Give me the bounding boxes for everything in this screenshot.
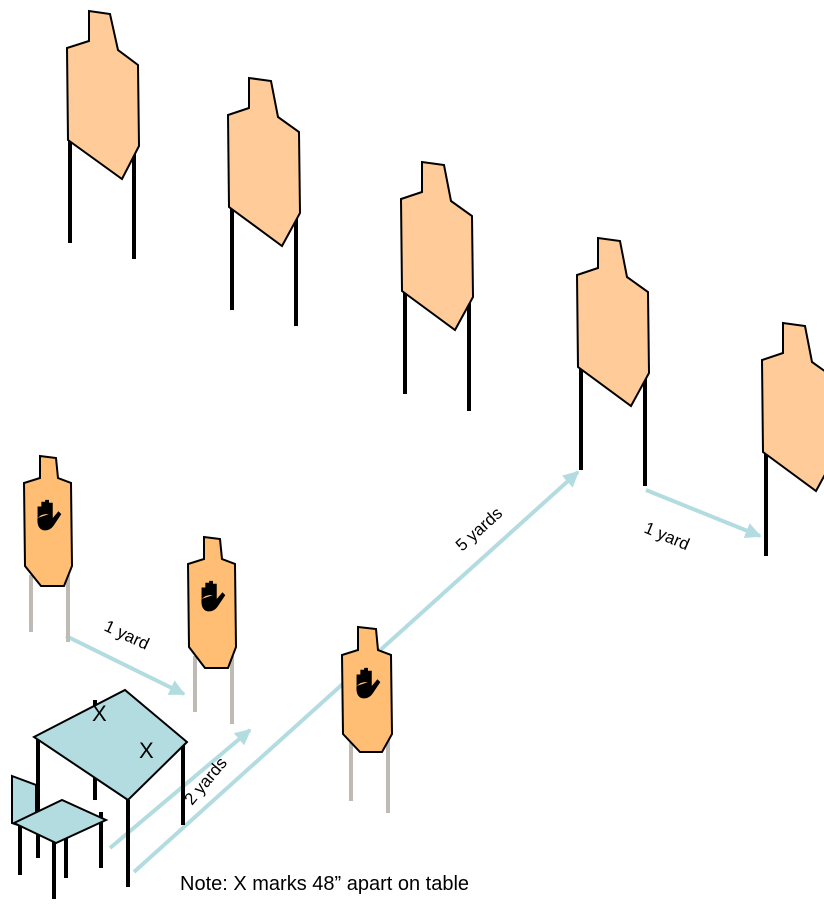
steel-target-1	[65, 9, 141, 259]
steel-target-2	[226, 76, 302, 326]
steel-target-5	[760, 321, 824, 556]
table	[32, 688, 189, 887]
steel-target-3	[399, 160, 475, 411]
arrow-one-yard-right	[645, 488, 762, 539]
no-shoot-target-2	[186, 535, 238, 724]
hand-icon	[37, 499, 62, 531]
hand-icon	[201, 580, 226, 612]
x-mark-1: X	[92, 701, 107, 726]
x-mark-2: X	[139, 738, 154, 763]
hand-icon	[356, 667, 381, 699]
label-one-yard-right: 1 yard	[641, 518, 692, 554]
arrow-two-yards	[108, 728, 252, 850]
label-one-yard-left: 1 yard	[101, 616, 152, 653]
no-shoot-target-3	[340, 625, 394, 813]
note: Note: X marks 48” apart on table	[180, 873, 469, 895]
label-five-yards: 5 yards	[452, 504, 506, 555]
steel-target-4	[575, 236, 651, 486]
no-shoot-target-1	[22, 454, 74, 642]
arrow-one-yard-left	[65, 634, 186, 696]
chair	[11, 774, 109, 899]
